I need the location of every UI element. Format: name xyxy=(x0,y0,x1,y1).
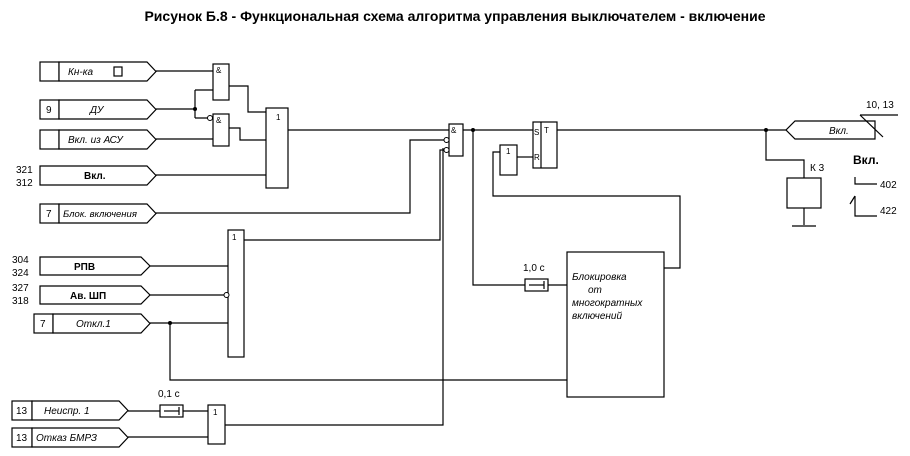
contact-pin-1: 402 xyxy=(880,180,897,191)
input-neispr-num: 13 xyxy=(16,406,28,417)
button-icon xyxy=(113,66,123,77)
input-otkl-label: Откл.1 xyxy=(76,319,111,330)
relay-k3: К 3 xyxy=(786,163,825,209)
timer-1-label: 1,0 с xyxy=(523,263,545,274)
output-vkl: Вкл. 10, 13 xyxy=(785,100,898,140)
input-vkl: 321 312 Вкл. xyxy=(16,165,157,189)
or-gate-1-symbol: 1 xyxy=(276,113,281,122)
relay-label: К 3 xyxy=(810,163,825,174)
and-gate-3-symbol: & xyxy=(451,126,457,135)
input-rpv-pin-1: 304 xyxy=(12,255,29,266)
input-vkl-asu: Вкл. из АСУ xyxy=(39,129,157,150)
or-gate-2-symbol: 1 xyxy=(232,233,237,242)
input-otkl: 7 Откл.1 xyxy=(33,313,151,334)
blocking-line-4: включений xyxy=(572,311,622,322)
trigger-t-label: T xyxy=(544,126,549,135)
output-contact: Вкл. 402 422 xyxy=(849,153,897,217)
input-av-shp-pin-1: 327 xyxy=(12,283,29,294)
timer-2-label: 0,1 с xyxy=(158,389,180,400)
inverter-circle xyxy=(207,115,213,121)
input-vkl-asu-label: Вкл. из АСУ xyxy=(68,135,124,146)
input-blok-vkl: 7 Блок. включения xyxy=(39,203,157,224)
input-rpv: 304 324 РПВ xyxy=(12,255,151,279)
input-otkl-num: 7 xyxy=(40,319,46,330)
input-rpv-label: РПВ xyxy=(74,262,95,273)
input-neispr-label: Неиспр. 1 xyxy=(44,406,90,417)
input-otkaz-num: 13 xyxy=(16,433,28,444)
input-vkl-label: Вкл. xyxy=(84,171,106,182)
input-kn-ka: Кн-ка xyxy=(39,61,157,82)
contact-title: Вкл. xyxy=(853,153,879,167)
and-gate-1: & xyxy=(212,63,230,101)
inverter-circle xyxy=(443,137,450,143)
or-gate-2: 1 xyxy=(223,229,245,358)
input-av-shp-label: Ав. ШП xyxy=(70,291,106,302)
junction-dot xyxy=(764,128,768,132)
output-vkl-label: Вкл. xyxy=(829,126,849,137)
rs-trigger: S R T xyxy=(532,121,558,169)
and-gate-2-symbol: & xyxy=(216,116,222,125)
blocking-block: Блокировка от многократных включений xyxy=(566,251,665,398)
input-av-shp-pin-2: 318 xyxy=(12,296,29,307)
or-gate-1: 1 xyxy=(265,107,289,189)
or-gate-3-symbol: 1 xyxy=(213,408,218,417)
wires xyxy=(128,70,816,438)
and-gate-1-symbol: & xyxy=(216,66,222,75)
input-du-label: ДУ xyxy=(89,105,105,116)
or-gate-4-symbol: 1 xyxy=(506,147,511,156)
trigger-r-label: R xyxy=(534,153,540,162)
or-gate-3: 1 xyxy=(207,404,226,445)
input-kn-ka-label: Кн-ка xyxy=(68,67,93,78)
and-gate-3: & xyxy=(443,123,464,157)
junction-dot xyxy=(471,128,475,132)
input-otkaz-label: Отказ БМРЗ xyxy=(36,433,97,444)
junction-dot xyxy=(168,321,172,325)
trigger-s-label: S xyxy=(534,128,539,137)
input-vkl-pin-2: 312 xyxy=(16,178,33,189)
input-du: 9 ДУ xyxy=(39,99,157,120)
inverter-circle xyxy=(443,147,450,153)
output-vkl-pins: 10, 13 xyxy=(866,100,894,111)
blocking-line-1: Блокировка xyxy=(572,272,627,283)
input-neispr: 13 Неиспр. 1 xyxy=(11,400,129,421)
input-du-num: 9 xyxy=(46,105,52,116)
junction-dot xyxy=(193,107,197,111)
input-blok-vkl-num: 7 xyxy=(46,209,52,220)
contact-pin-2: 422 xyxy=(880,206,897,217)
timer-1: 1,0 с xyxy=(523,263,549,292)
figure-title: Рисунок Б.8 - Функциональная схема алгор… xyxy=(144,8,765,24)
input-blok-vkl-label: Блок. включения xyxy=(63,209,137,220)
blocking-line-3: многократных xyxy=(572,298,643,309)
or-gate-4: 1 xyxy=(499,144,518,176)
and-gate-2: & xyxy=(207,113,230,147)
input-otkaz: 13 Отказ БМРЗ xyxy=(11,427,129,448)
inverter-circle xyxy=(223,292,230,298)
input-vkl-pin-1: 321 xyxy=(16,165,33,176)
timer-2: 0,1 с xyxy=(158,389,184,418)
input-av-shp: 327 318 Ав. ШП xyxy=(12,283,151,307)
input-rpv-pin-2: 324 xyxy=(12,268,29,279)
blocking-line-2: от xyxy=(588,285,602,296)
